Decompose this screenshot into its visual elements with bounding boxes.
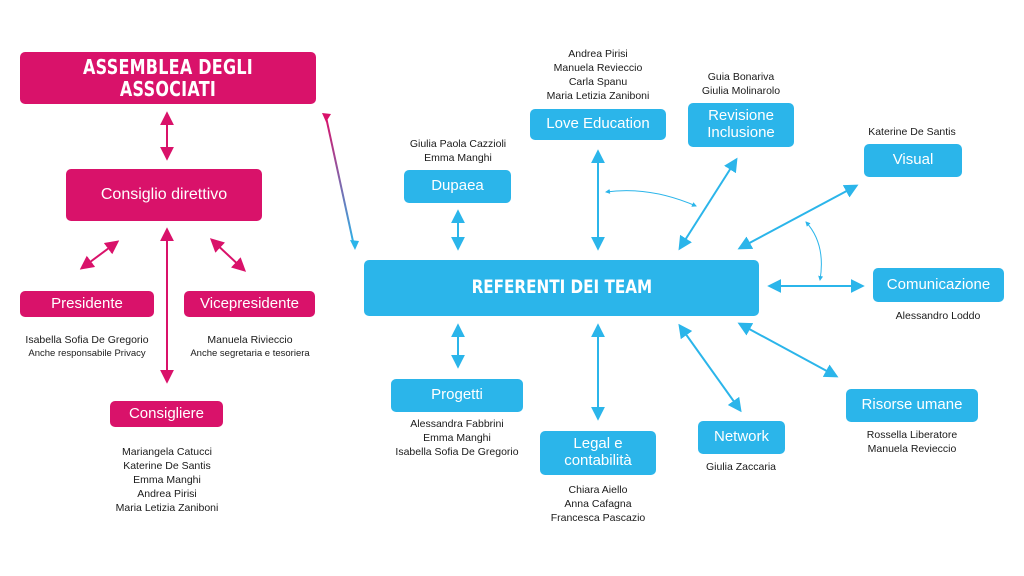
network-label: Network xyxy=(713,428,769,446)
name-line: Anche segretaria e tesoriera xyxy=(190,348,310,359)
name-line: Andrea Pirisi xyxy=(137,488,197,500)
name-line: Manuela Revieccio xyxy=(553,62,643,74)
name-line: Andrea Pirisi xyxy=(568,48,628,60)
name-line: Francesca Pascazio xyxy=(550,512,646,524)
name-line: Maria Letizia Zaniboni xyxy=(115,502,219,514)
consiglio-box: Consiglio direttivo xyxy=(66,169,262,221)
consigliere-box: Consigliere xyxy=(110,401,223,427)
comunicazione-names: Alessandro Loddo xyxy=(878,309,998,323)
name-line: Chiara Aiello xyxy=(568,484,628,496)
arrow-consiglio-presidente xyxy=(79,240,120,270)
comunicazione-label: Comunicazione xyxy=(886,275,991,293)
arrow-referenti-visual xyxy=(737,184,859,250)
legal-box: Legal e contabilità xyxy=(540,431,656,475)
name-line: Carla Spanu xyxy=(568,76,628,88)
arrow-referenti-revisione xyxy=(678,157,738,251)
legal-names: Chiara Aiello Anna Cafagna Francesca Pas… xyxy=(540,483,656,525)
dupaea-names: Giulia Paola Cazzioli Emma Manghi xyxy=(394,137,522,165)
presidente-label: Presidente xyxy=(51,294,123,312)
visual-box: Visual xyxy=(864,144,962,177)
name-line: Giulia Paola Cazzioli xyxy=(409,138,507,150)
referenti-label: REFERENTI DEI TEAM xyxy=(471,276,652,299)
consigliere-names: Mariangela Catucci Katerine De Santis Em… xyxy=(96,445,238,515)
dupaea-box: Dupaea xyxy=(404,170,511,203)
curve-visual-comunicazione xyxy=(805,221,824,281)
name-line: Anche responsabile Privacy xyxy=(28,348,146,359)
revisione-box: Revisione Inclusione xyxy=(688,103,794,147)
name-line: Rossella Liberatore xyxy=(866,429,958,441)
name-line: Katerine De Santis xyxy=(868,126,956,138)
referenti-box: REFERENTI DEI TEAM xyxy=(364,260,759,316)
risorse-umane-box: Risorse umane xyxy=(846,389,978,422)
name-line: Emma Manghi xyxy=(423,432,491,444)
arrow-assemblea-referenti xyxy=(325,116,355,247)
name-line: Alessandro Loddo xyxy=(895,310,981,322)
presidente-names: Isabella Sofia De Gregorio Anche respons… xyxy=(17,333,157,361)
vicepresidente-label: Vicepresidente xyxy=(200,294,299,312)
dupaea-label: Dupaea xyxy=(431,177,484,195)
revisione-label-line1: Revisione xyxy=(708,107,774,125)
network-names: Giulia Zaccaria xyxy=(686,460,796,474)
legal-label-line1: Legal e xyxy=(573,435,623,453)
name-line: Giulia Zaccaria xyxy=(705,461,777,473)
arrow-referenti-risorse xyxy=(737,322,839,378)
progetti-label: Progetti xyxy=(431,386,483,404)
consiglio-label: Consiglio direttivo xyxy=(100,186,228,204)
name-line: Mariangela Catucci xyxy=(122,446,212,458)
love-education-label: Love Education xyxy=(546,115,650,133)
progetti-box: Progetti xyxy=(391,379,523,412)
revisione-label-line2: Inclusione xyxy=(707,124,775,141)
presidente-box: Presidente xyxy=(20,291,154,317)
arrow-consiglio-vicepresidente xyxy=(209,238,247,272)
name-line: Guia Bonariva xyxy=(707,71,775,83)
arrow-referenti-network xyxy=(678,323,742,413)
legal-label-line2: contabilità xyxy=(564,452,632,469)
risorse-umane-names: Rossella Liberatore Manuela Revieccio xyxy=(852,428,972,456)
name-line: Emma Manghi xyxy=(424,152,492,164)
love-education-box: Love Education xyxy=(530,109,666,140)
assemblea-label: ASSEMBLEA DEGLI ASSOCIATI xyxy=(83,54,253,101)
name-line: Manuela Revieccio xyxy=(867,443,957,455)
comunicazione-box: Comunicazione xyxy=(873,268,1004,302)
vicepresidente-names: Manuela Rivieccio Anche segretaria e tes… xyxy=(178,333,322,361)
love-education-names: Andrea Pirisi Manuela Revieccio Carla Sp… xyxy=(530,47,666,103)
name-line: Isabella Sofia De Gregorio xyxy=(395,446,519,458)
assemblea-box: ASSEMBLEA DEGLI ASSOCIATI xyxy=(20,52,316,104)
name-line: Katerine De Santis xyxy=(123,460,211,472)
risorse-umane-label: Risorse umane xyxy=(861,396,963,414)
name-line: Manuela Rivieccio xyxy=(207,334,293,346)
name-line: Alessandra Fabbrini xyxy=(410,418,504,430)
progetti-names: Alessandra Fabbrini Emma Manghi Isabella… xyxy=(384,417,530,459)
visual-label: Visual xyxy=(892,151,934,169)
vicepresidente-box: Vicepresidente xyxy=(184,291,315,317)
curve-love-revisione xyxy=(605,188,697,207)
revisione-names: Guia Bonariva Giulia Molinarolo xyxy=(686,70,796,98)
network-box: Network xyxy=(698,421,785,454)
consigliere-label: Consigliere xyxy=(128,404,205,422)
name-line: Isabella Sofia De Gregorio xyxy=(25,334,149,346)
name-line: Emma Manghi xyxy=(133,474,201,486)
name-line: Anna Cafagna xyxy=(564,498,632,510)
name-line: Giulia Molinarolo xyxy=(701,85,781,97)
visual-names: Katerine De Santis xyxy=(856,125,968,139)
name-line: Maria Letizia Zaniboni xyxy=(546,90,650,102)
